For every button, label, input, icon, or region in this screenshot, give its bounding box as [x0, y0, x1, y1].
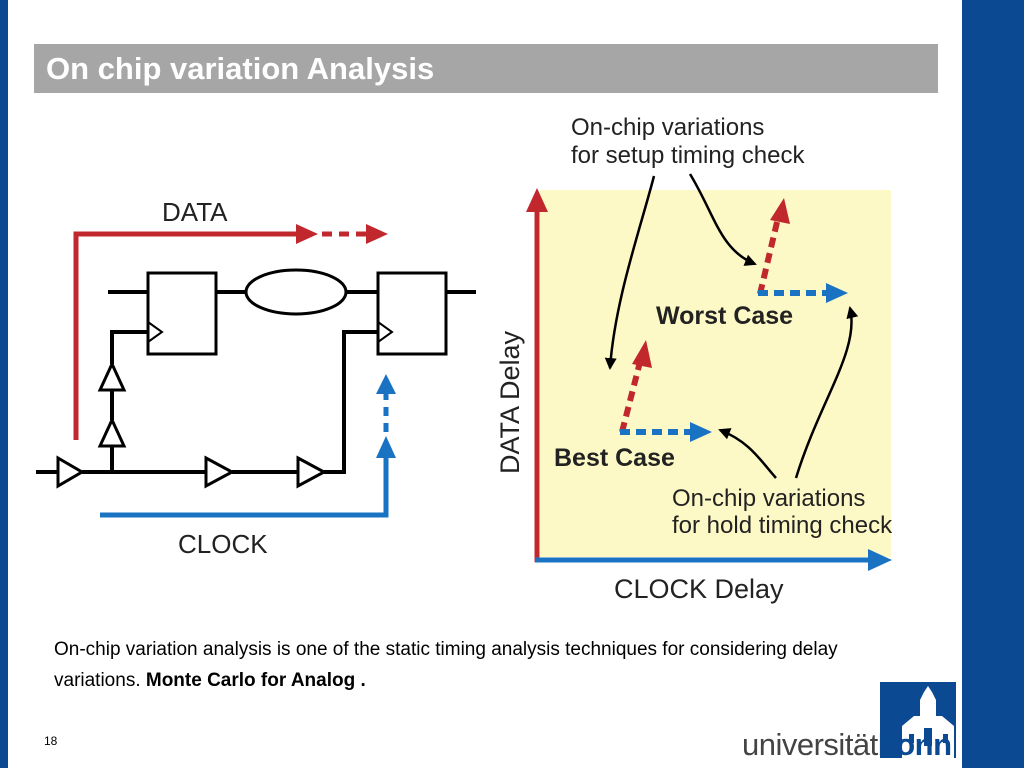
hold-annotation-line1: On-chip variations [672, 485, 865, 512]
left-accent-bar [0, 0, 8, 768]
caption-text: On-chip variation analysis is one of the… [54, 639, 838, 691]
combinational-logic [244, 268, 348, 316]
hold-pointer-best [718, 428, 777, 479]
clock-path-arrow [100, 456, 389, 518]
setup-pointer-best [604, 175, 656, 370]
page-number: 18 [44, 734, 58, 748]
clock-wire-ff2 [324, 330, 378, 474]
data-arrowhead [296, 224, 318, 244]
clock-wire-ff1 [110, 330, 148, 364]
worst-case-label: Worst Case [656, 302, 793, 330]
x-axis-arrowhead [868, 549, 892, 571]
worst-case-clock-arrowhead [826, 283, 848, 303]
delay-graph: DATA Delay CLOCK Delay Worst Case Best C… [495, 114, 893, 604]
clock-buffer-4 [97, 416, 127, 448]
university-logo-wordmark: universitätbonn [742, 727, 952, 763]
graph-background [540, 190, 891, 557]
worst-case-data-arrowhead [770, 198, 790, 224]
caption-bold-text: Monte Carlo for Analog . [145, 670, 366, 691]
hold-pointer-worst [794, 306, 859, 479]
logo-prefix: universität [742, 727, 878, 762]
slide-title: On chip variation Analysis [46, 51, 435, 86]
data-path-arrow [73, 231, 300, 440]
setup-annotation-line1: On-chip variations [571, 114, 764, 141]
clock-buffer-2 [204, 455, 236, 489]
best-case-data-arrowhead [632, 340, 652, 368]
right-accent-bar [962, 0, 1024, 768]
x-axis-label: CLOCK Delay [614, 574, 784, 604]
circuit-diagram: DATA CLOCK [36, 197, 476, 559]
worst-case-data-variation [757, 217, 781, 295]
slide-caption: On-chip variation analysis is one of the… [54, 634, 914, 696]
logo-suffix: bonn [877, 727, 952, 762]
clock-buffer-3 [296, 455, 328, 489]
data-label: DATA [162, 197, 228, 227]
clock-buffer-1 [56, 455, 85, 489]
data-dashed-arrowhead [366, 224, 388, 244]
ff2-clock-marker [377, 321, 394, 343]
title-bar: On chip variation Analysis [34, 44, 938, 93]
clock-label: CLOCK [178, 529, 268, 559]
best-case-data-variation [619, 361, 643, 433]
setup-pointer-worst [688, 173, 757, 266]
clock-buffer-5 [97, 360, 127, 392]
best-case-label: Best Case [554, 444, 675, 472]
ff1-clock-marker [147, 321, 164, 343]
flip-flop-1 [146, 271, 218, 356]
best-case-clock-arrowhead [690, 422, 712, 442]
flip-flop-2 [376, 271, 448, 356]
y-axis-label: DATA Delay [495, 330, 525, 474]
university-logo-emblem [880, 682, 956, 758]
y-axis-arrowhead [526, 188, 548, 212]
hold-annotation-line2: for hold timing check [672, 512, 893, 539]
clock-arrowhead [376, 436, 396, 458]
clock-dashed-arrowhead [376, 374, 396, 394]
setup-annotation-line2: for setup timing check [571, 142, 805, 169]
